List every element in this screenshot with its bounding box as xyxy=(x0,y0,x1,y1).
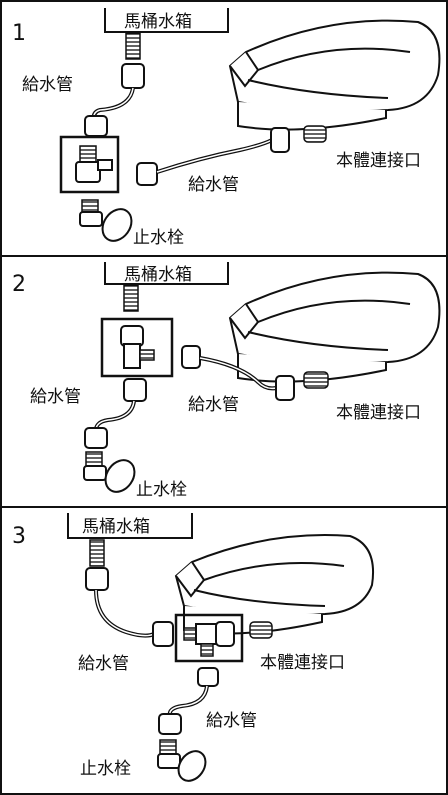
panel-2: 2 馬桶水箱 xyxy=(12,262,441,500)
label-stop-valve: 止水栓 xyxy=(133,228,184,248)
tee-valve-highlight xyxy=(59,135,120,194)
tee-valve-highlight xyxy=(174,613,244,663)
label-stop-valve: 止水栓 xyxy=(136,480,187,500)
panel-3: 3 馬桶水箱 xyxy=(12,513,374,782)
toilet-seat-unit xyxy=(228,19,441,131)
toilet-tank xyxy=(67,513,193,567)
tee-valve xyxy=(120,325,155,369)
toilet-seat-unit xyxy=(174,534,374,635)
tee-valve xyxy=(183,621,235,657)
label-supply-pipe: 給水管 xyxy=(188,395,239,415)
tank-label: 馬桶水箱 xyxy=(124,12,192,32)
supply-pipe xyxy=(84,378,147,449)
label-supply-pipe: 給水管 xyxy=(30,387,81,407)
label-body-inlet: 本體連接口 xyxy=(336,403,421,423)
tank-label: 馬桶水箱 xyxy=(124,265,192,285)
toilet-tank xyxy=(104,8,229,60)
label-body-inlet: 本體連接口 xyxy=(260,653,345,673)
label-supply-pipe: 給水管 xyxy=(22,75,73,95)
tank-label: 馬桶水箱 xyxy=(82,517,150,537)
panel-1: 1 馬桶水箱 xyxy=(12,8,441,248)
body-inlet-fitting xyxy=(249,621,273,639)
stop-valve xyxy=(83,451,136,493)
supply-pipe xyxy=(84,63,145,137)
toilet-seat-unit xyxy=(228,271,441,383)
supply-pipe xyxy=(181,345,329,401)
supply-pipe xyxy=(85,567,174,647)
toilet-tank xyxy=(104,262,229,312)
step-number: 1 xyxy=(12,21,26,46)
label-supply-pipe: 給水管 xyxy=(206,711,257,731)
tee-valve xyxy=(75,145,113,183)
tee-valve-highlight xyxy=(100,317,174,378)
stop-valve xyxy=(79,199,133,242)
supply-pipe xyxy=(158,667,219,735)
label-supply-pipe: 給水管 xyxy=(78,654,129,674)
label-stop-valve: 止水栓 xyxy=(80,759,131,779)
step-number: 2 xyxy=(12,272,26,297)
step-number: 3 xyxy=(12,524,26,549)
label-supply-pipe: 給水管 xyxy=(188,175,239,195)
stop-valve xyxy=(157,739,207,782)
label-body-inlet: 本體連接口 xyxy=(336,151,421,171)
supply-pipe xyxy=(136,125,327,186)
